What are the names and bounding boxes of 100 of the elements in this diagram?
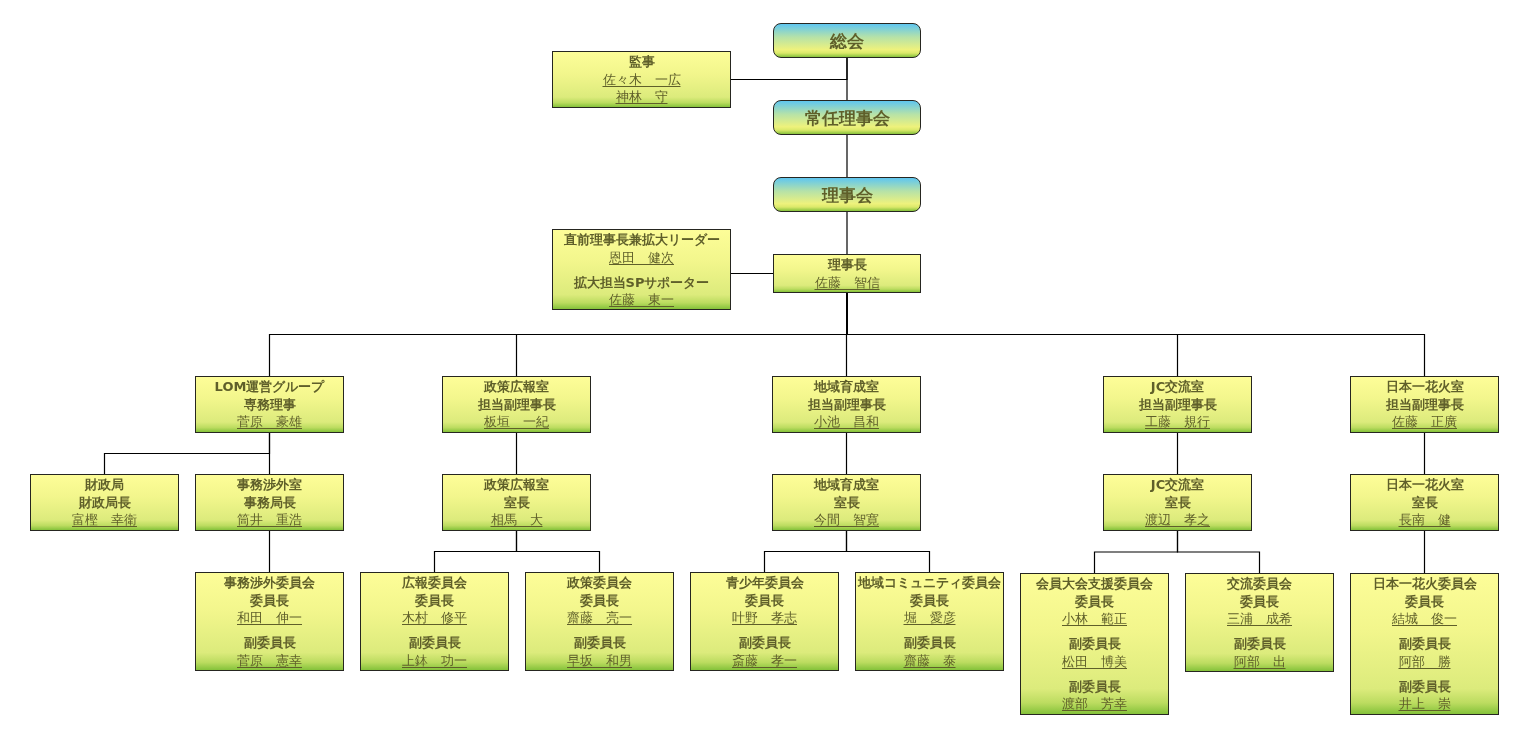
connector-line	[1423, 432, 1426, 475]
member-name: 小池 昌和	[814, 413, 879, 431]
member-name: 恩田 健次	[609, 248, 674, 266]
member-name: 工藤 規行	[1145, 413, 1210, 431]
position-box	[442, 474, 591, 531]
member-name: 神林 守	[615, 88, 668, 106]
position-box	[772, 474, 921, 531]
member-name: 早坂 和男	[567, 651, 632, 669]
position-box	[773, 254, 921, 293]
position-box	[1103, 376, 1252, 433]
position-box	[552, 229, 731, 310]
member-name: 渡辺 孝之	[1145, 511, 1210, 529]
connector-line	[846, 134, 848, 178]
position-title: 地域育成室	[814, 476, 879, 494]
position-title: 副委員長	[1068, 677, 1121, 695]
position-title: 委員長	[1075, 592, 1114, 610]
position-title: 副委員長	[243, 634, 296, 652]
member-name: 相馬 大	[490, 511, 543, 529]
position-title: 広報委員会	[402, 574, 467, 592]
position-title: 青少年委員会	[725, 574, 804, 592]
connector-line	[730, 272, 774, 275]
position-box	[1185, 573, 1334, 672]
position-title: 委員長	[250, 591, 289, 609]
position-title: 副委員長	[738, 634, 791, 652]
connector-line	[846, 211, 848, 255]
position-title: 担当副理事長	[477, 395, 556, 413]
member-name: 渡部 芳幸	[1062, 695, 1127, 713]
member-name: 佐藤 正廣	[1392, 413, 1457, 431]
member-name: 佐藤 東一	[609, 291, 674, 309]
position-title: 副委員長	[1233, 635, 1286, 653]
position-title: 担当副理事長	[807, 395, 886, 413]
position-title: 委員長	[1405, 592, 1444, 610]
connector-line	[1423, 530, 1426, 574]
council-title: 常任理事会	[804, 106, 890, 129]
position-box	[360, 572, 509, 671]
position-box	[690, 572, 839, 671]
member-name: 和田 伸一	[237, 609, 302, 627]
position-box	[1103, 474, 1252, 531]
member-name: 菅原 豪雄	[237, 413, 302, 431]
position-title: 拡大担当SPサポーター	[573, 273, 710, 291]
member-name: 斎藤 孝一	[732, 651, 797, 669]
member-name: 阿部 出	[1233, 652, 1286, 670]
position-title: 日本一花火委員会	[1372, 575, 1477, 593]
position-title: 委員長	[910, 591, 949, 609]
position-title: 担当副理事長	[1138, 395, 1217, 413]
connector-line	[845, 530, 931, 573]
position-title: 専務理事	[243, 395, 296, 413]
position-title: 室長	[1411, 493, 1438, 511]
position-box	[855, 572, 1004, 671]
position-title: 交流委員会	[1227, 575, 1292, 593]
member-name: 佐々木 一広	[602, 70, 681, 88]
position-box	[1350, 376, 1499, 433]
connector-line	[268, 432, 271, 475]
member-name: 松田 博美	[1062, 652, 1127, 670]
position-title: 地域コミュニティ委員会	[858, 574, 1001, 592]
position-box	[525, 572, 674, 671]
position-title: 監事	[628, 53, 655, 71]
member-name: 長南 健	[1398, 511, 1451, 529]
council-box	[773, 23, 921, 58]
position-title: 地域育成室	[814, 378, 879, 396]
member-name: 小林 範正	[1062, 610, 1127, 628]
member-name: 筒井 重浩	[237, 511, 302, 529]
position-title: 日本一花火室	[1385, 476, 1464, 494]
position-title: 財政局	[85, 476, 124, 494]
position-title: 事務渉外室	[237, 476, 302, 494]
position-title: 室長	[1164, 493, 1191, 511]
position-title: 財政局長	[78, 493, 131, 511]
position-title: 室長	[503, 493, 530, 511]
member-name: 結城 俊一	[1392, 610, 1457, 628]
position-box	[195, 572, 344, 671]
position-title: 委員長	[415, 591, 454, 609]
position-title: JC交流室	[1150, 476, 1205, 494]
member-name: 齋藤 泰	[903, 651, 956, 669]
position-box	[195, 474, 344, 531]
position-title: 政策委員会	[567, 574, 632, 592]
position-title: 副委員長	[903, 634, 956, 652]
position-title: 事務渉外委員会	[224, 574, 315, 592]
connector-line	[515, 432, 518, 475]
position-title: 委員長	[580, 591, 619, 609]
council-box	[773, 100, 921, 135]
position-title: 直前理事長兼拡大リーダー	[563, 231, 720, 249]
member-name: 佐藤 智信	[814, 273, 880, 291]
position-title: 政策広報室	[484, 378, 549, 396]
position-title: 副委員長	[1398, 677, 1451, 695]
member-name: 菅原 憲幸	[237, 651, 302, 669]
council-title: 理事会	[821, 183, 873, 206]
position-title: 委員長	[1240, 592, 1279, 610]
member-name: 三浦 成希	[1227, 610, 1292, 628]
member-name: 叶野 孝志	[732, 609, 797, 627]
position-title: 会員大会支援委員会	[1036, 575, 1153, 593]
position-title: LOM運営グループ	[214, 378, 325, 396]
member-name: 板垣 一紀	[484, 413, 549, 431]
position-title: 室長	[833, 493, 860, 511]
position-box	[30, 474, 179, 531]
position-title: 副委員長	[1398, 635, 1451, 653]
position-title: 担当副理事長	[1385, 395, 1464, 413]
position-title: 委員長	[745, 591, 784, 609]
position-title: 日本一花火室	[1385, 378, 1464, 396]
connector-line	[515, 530, 601, 573]
position-box	[1020, 573, 1169, 715]
